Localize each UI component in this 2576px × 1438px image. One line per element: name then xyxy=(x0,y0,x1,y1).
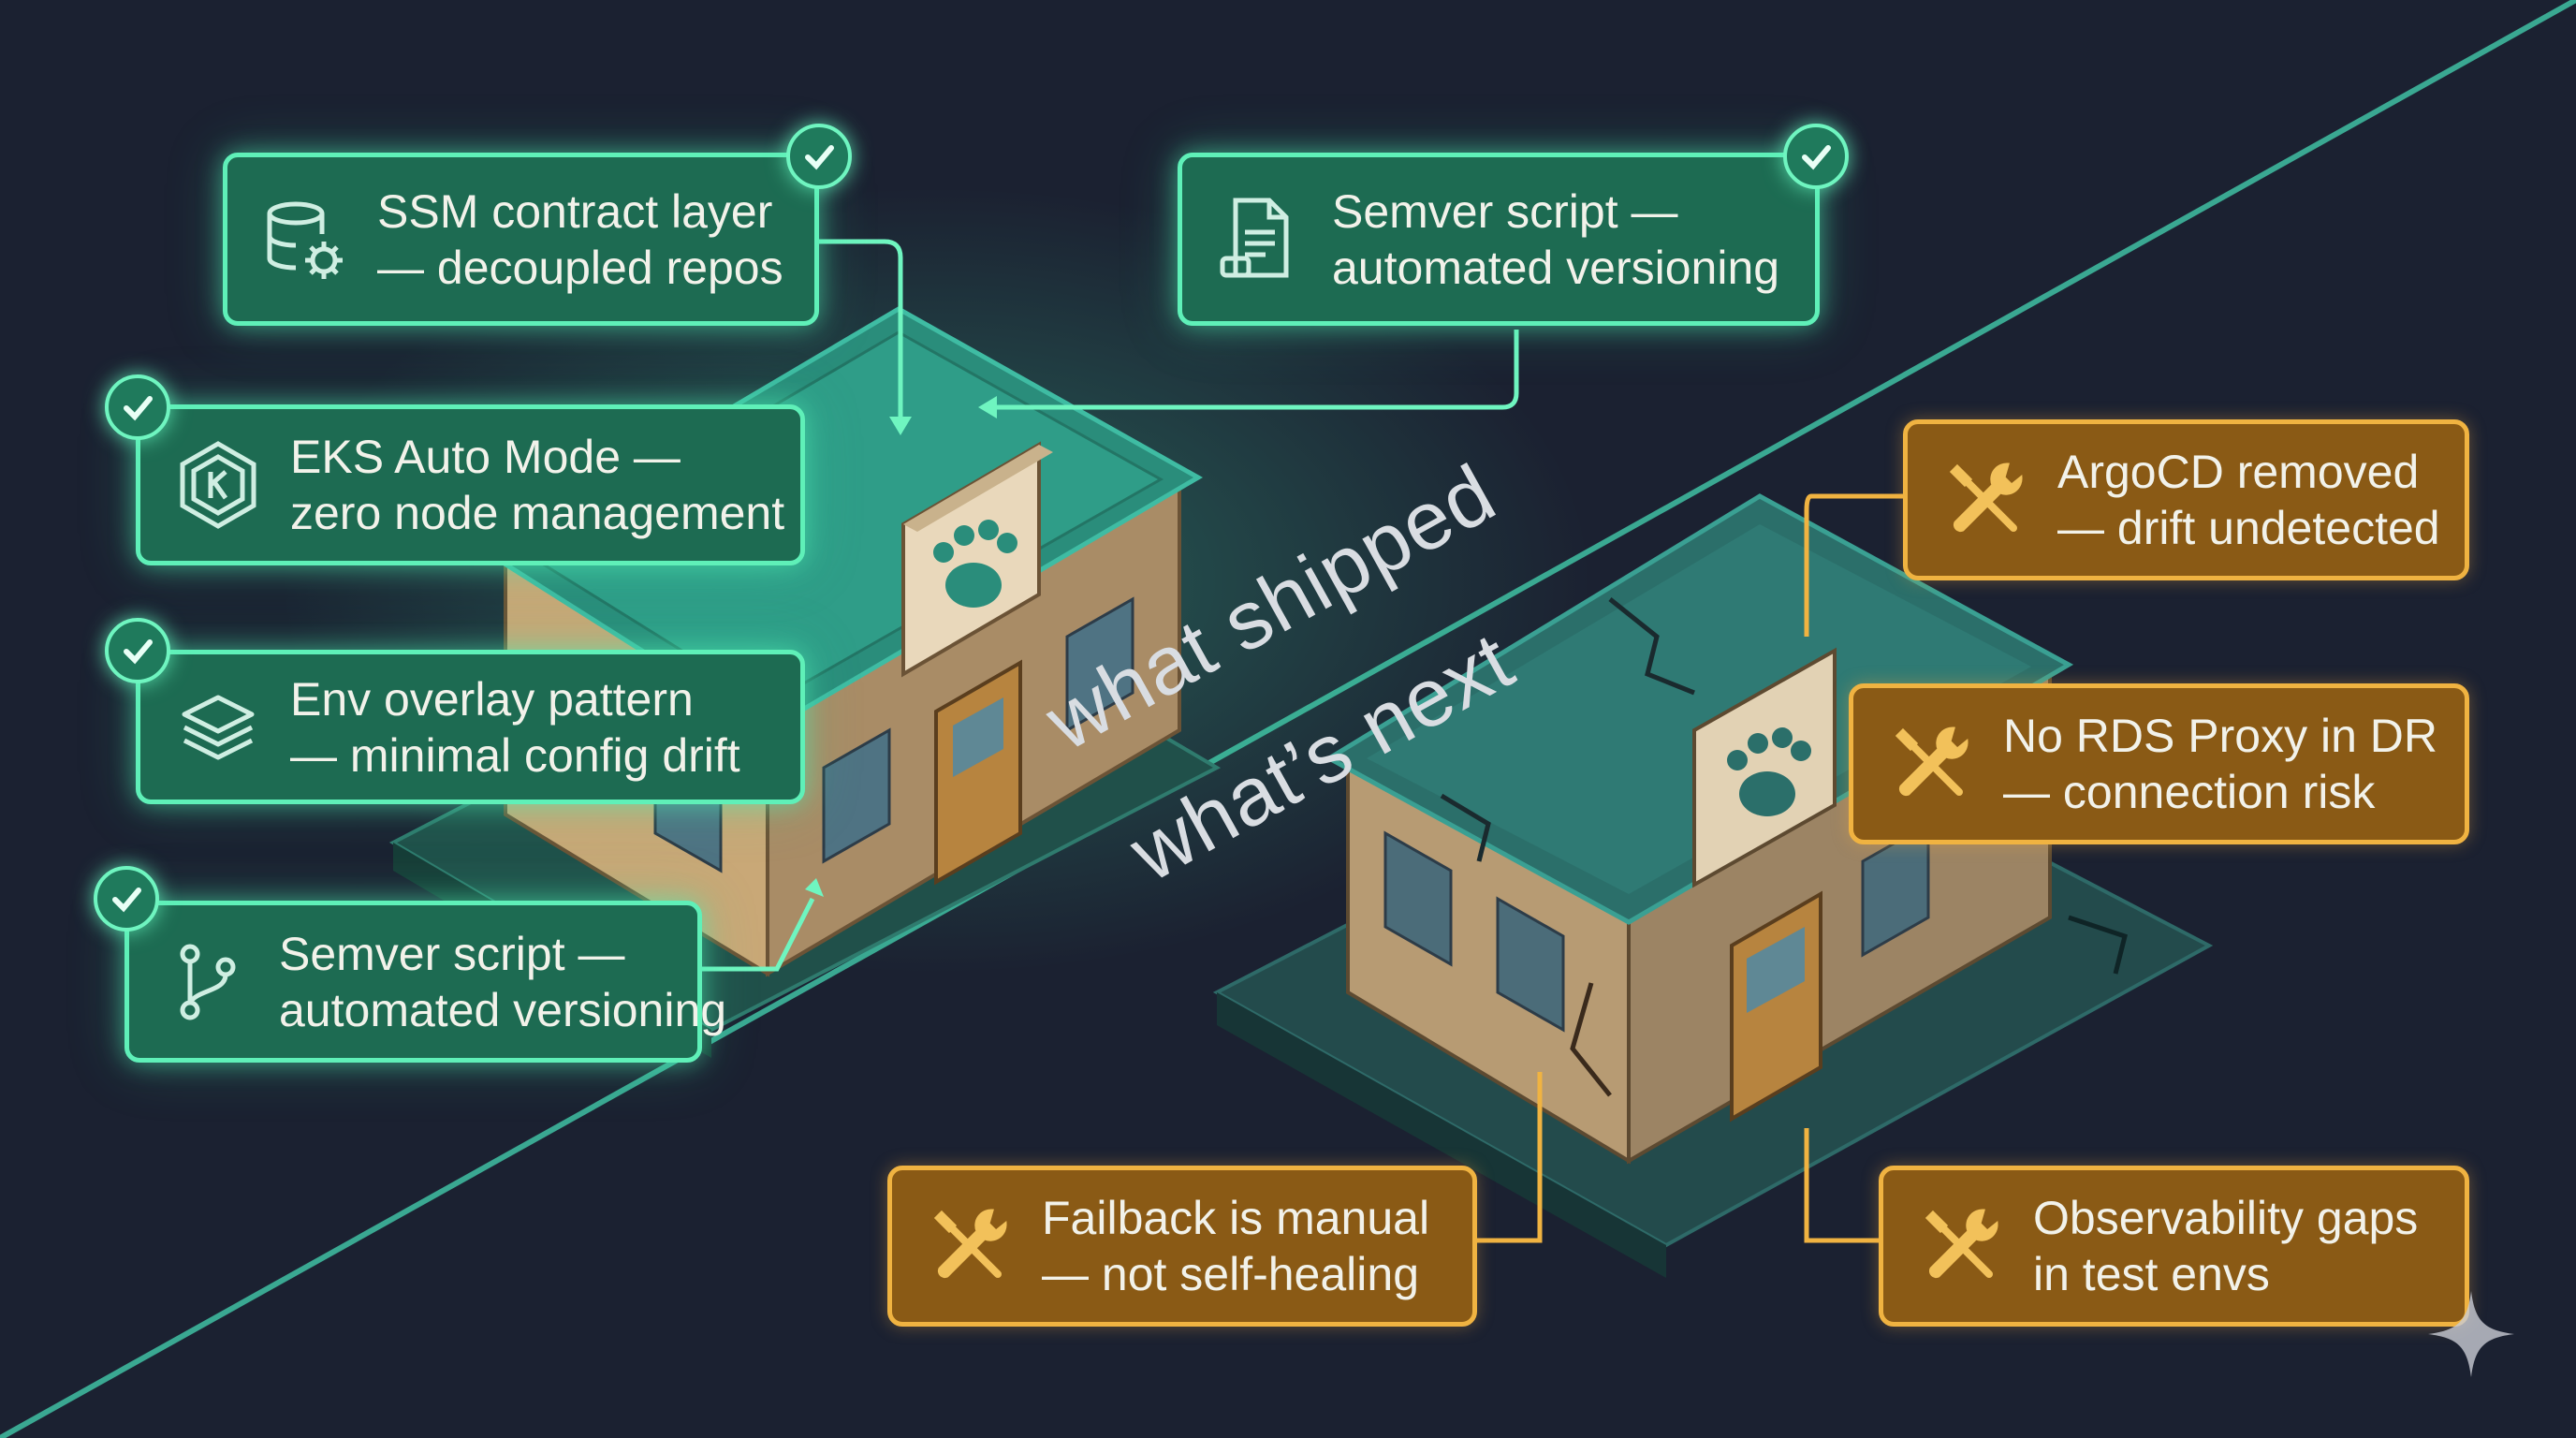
next-card-observability: Observability gaps in test envs xyxy=(1879,1166,2469,1327)
card-text: Observability gaps in test envs xyxy=(2033,1190,2418,1302)
card-text: Env overlay pattern — minimal config dri… xyxy=(290,671,740,784)
tools-icon xyxy=(1934,448,2037,551)
check-icon xyxy=(94,866,159,932)
card-text: SSM contract layer — decoupled repos xyxy=(377,183,783,296)
shipped-arrowheads xyxy=(805,396,997,897)
sparkle-icon xyxy=(2428,1291,2514,1377)
card-line: Semver script — xyxy=(279,927,625,980)
card-text: Failback is manual — not self-healing xyxy=(1042,1190,1429,1302)
tools-icon xyxy=(918,1195,1021,1298)
card-line: automated versioning xyxy=(1332,241,1780,294)
card-line: — decoupled repos xyxy=(377,241,783,294)
shipped-connectors xyxy=(702,239,1519,972)
card-line: Failback is manual xyxy=(1042,1192,1430,1244)
check-icon xyxy=(1783,124,1849,189)
kubernetes-icon xyxy=(167,433,270,536)
card-line: — minimal config drift xyxy=(290,728,740,782)
check-icon xyxy=(786,124,852,189)
check-icon xyxy=(105,374,170,440)
tools-icon xyxy=(1910,1195,2012,1298)
card-text: No RDS Proxy in DR — connection risk xyxy=(2003,708,2437,820)
card-line: in test envs xyxy=(2033,1248,2270,1300)
card-line: zero node management xyxy=(290,487,785,539)
card-text: EKS Auto Mode — zero node management xyxy=(290,429,784,541)
tools-icon xyxy=(1880,712,1983,815)
next-card-failback: Failback is manual — not self-healing xyxy=(887,1166,1477,1327)
next-card-rds-proxy: No RDS Proxy in DR — connection risk xyxy=(1849,683,2469,844)
git-branch-icon xyxy=(155,931,258,1034)
card-line: — not self-healing xyxy=(1042,1248,1420,1300)
document-icon xyxy=(1208,188,1311,291)
card-line: — drift undetected xyxy=(2057,502,2440,554)
shipped-card-ssm: SSM contract layer — decoupled repos xyxy=(223,153,819,326)
next-connectors xyxy=(1474,493,1910,1243)
card-line: SSM contract layer xyxy=(377,184,773,238)
next-card-argocd: ArgoCD removed — drift undetected xyxy=(1903,419,2469,580)
next-building xyxy=(1212,493,2214,1278)
card-line: Semver script — xyxy=(1332,184,1678,238)
card-text: Semver script — automated versioning xyxy=(1332,183,1779,296)
card-line: automated versioning xyxy=(279,983,727,1036)
card-line: No RDS Proxy in DR xyxy=(2003,710,2437,762)
card-line: EKS Auto Mode — xyxy=(290,431,681,483)
shipped-card-eks: EKS Auto Mode — zero node management xyxy=(136,404,805,565)
layers-icon xyxy=(167,676,270,779)
card-line: Observability gaps xyxy=(2033,1192,2419,1244)
card-line: ArgoCD removed xyxy=(2057,446,2420,498)
check-icon xyxy=(105,618,170,683)
card-text: Semver script — automated versioning xyxy=(279,926,726,1038)
database-gear-icon xyxy=(254,188,357,291)
shipped-card-semver-top: Semver script — automated versioning xyxy=(1178,153,1820,326)
card-line: Env overlay pattern xyxy=(290,672,694,726)
shipped-card-env-overlay: Env overlay pattern — minimal config dri… xyxy=(136,650,805,804)
card-text: ArgoCD removed — drift undetected xyxy=(2057,444,2440,556)
card-line: — connection risk xyxy=(2003,766,2376,818)
shipped-card-semver-bottom: Semver script — automated versioning xyxy=(124,901,726,1063)
